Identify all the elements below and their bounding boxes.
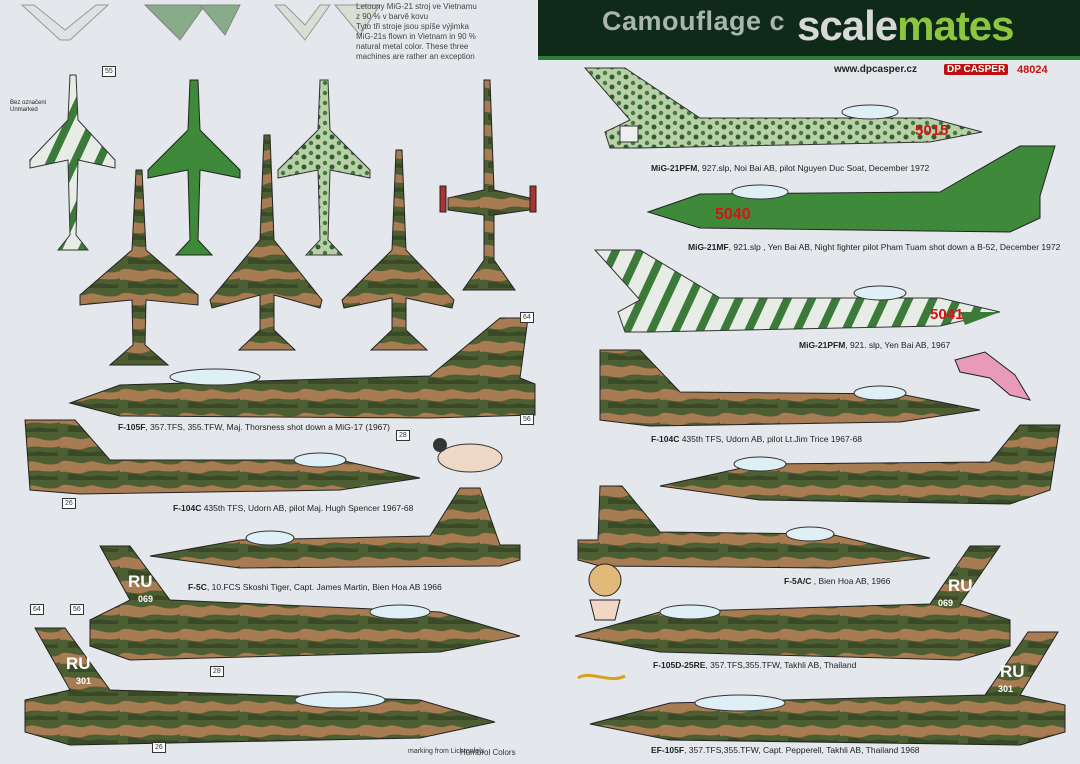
f105f-side-bottom-left	[24, 627, 496, 746]
caption-text: , 10.FCS Skoshi Tiger, Capt. James Marti…	[206, 582, 442, 592]
tail-code: RU	[128, 572, 153, 591]
caption-model: F-105D-25RE	[653, 660, 706, 670]
caption-model: F-5A/C	[784, 576, 812, 586]
caption-text: , 357.TFS,355.TFW, Takhli AB, Thailand	[705, 660, 857, 670]
number-tag: 26	[152, 742, 166, 753]
f105d-side-right	[574, 545, 1011, 661]
number-tag: 55	[102, 66, 116, 77]
f105d-side-left	[89, 545, 521, 661]
f5-planform	[79, 169, 199, 366]
logo-part-a: scale	[797, 2, 898, 49]
note-line: MiG-21s flown in Vietnam in 90 %	[356, 32, 476, 41]
caption-f105f-top: F-105F, 357.TFS, 355.TFW, Maj. Thorsness…	[118, 422, 390, 432]
f5c-side	[149, 487, 521, 569]
mig21pfm-side-1	[583, 67, 983, 149]
caption-ef105f: EF-105F, 357.TFS,355.TFW, Capt. Pepperel…	[651, 745, 920, 755]
unmarked-label: Bez označení Unmarked	[10, 100, 47, 113]
ef105f-side-bottom-right	[589, 631, 1066, 746]
caption-text: 435th TFS, Udorn AB, pilot Lt.Jim Trice …	[679, 434, 863, 444]
caption-text: , 927.slp, Noi Bai AB, pilot Nguyen Duc …	[697, 163, 930, 173]
scalemates-logo: scalemates	[797, 2, 1015, 50]
f105f-side-top	[68, 317, 536, 419]
tail-serial: 301	[76, 676, 92, 686]
nose-art-pinup	[433, 438, 503, 473]
number-tag: 28	[396, 430, 410, 441]
mig-number: 5040	[715, 206, 751, 223]
brand-name: DP CASPER	[944, 64, 1009, 75]
tail-serial: 069	[938, 598, 954, 608]
mig-number: 5015	[915, 122, 949, 139]
number-tag: 64	[30, 604, 44, 615]
tail-code: RU	[1000, 662, 1025, 681]
number-tag: 26	[62, 498, 76, 509]
caption-text: , 357.TFS,355.TFW, Capt. Pepperell, Takh…	[684, 745, 920, 755]
mig-note: Letouny MiG-21 stroj ve Vietnamu z 90 % …	[356, 2, 526, 62]
caption-model: F-105F	[118, 422, 146, 432]
header-bar	[538, 0, 1080, 60]
f104-planform	[439, 79, 537, 291]
catalog-number: 48024	[1017, 64, 1048, 76]
f5ac-side	[577, 485, 931, 569]
caption-model: F-104C	[651, 434, 680, 444]
caption-model: MiG-21MF	[688, 242, 729, 252]
caption-text: , 921. slp, Yen Bai AB, 1967	[845, 340, 951, 350]
nose-art-script	[577, 673, 626, 681]
mig-number: 5041	[930, 306, 964, 323]
note-line: natural metal color. These three	[356, 42, 469, 51]
caption-mig21pfm-2: MiG-21PFM, 921. slp, Yen Bai AB, 1967	[799, 340, 950, 350]
mig21-planform-green	[147, 79, 241, 256]
header-title: Camouflage c	[602, 6, 786, 36]
mig21-planform-camo	[277, 79, 371, 256]
number-tag: 56	[70, 604, 84, 615]
caption-f104c-left: F-104C 435th TFS, Udorn AB, pilot Maj. H…	[173, 503, 413, 513]
caption-f5ac: F-5A/C , Bien Hoa AB, 1966	[784, 576, 890, 586]
nose-art-kicker	[588, 563, 622, 621]
top-left-silhouettes	[20, 4, 381, 41]
caption-model: F-5C	[188, 582, 207, 592]
note-line: z 90 % v barvě kovu	[356, 12, 429, 21]
caption-model: EF-105F	[651, 745, 685, 755]
caption-text: 435th TFS, Udorn AB, pilot Maj. Hugh Spe…	[201, 503, 414, 513]
mig21-planform-stripe	[29, 74, 116, 251]
caption-model: F-104C	[173, 503, 202, 513]
caption-mig21mf: MiG-21MF, 921.slp , Yen Bai AB, Night fi…	[688, 242, 1060, 252]
caption-f105d: F-105D-25RE, 357.TFS,355.TFW, Takhli AB,…	[653, 660, 856, 670]
caption-model: MiG-21PFM	[799, 340, 846, 350]
note-line: Letouny MiG-21 stroj ve Vietnamu	[356, 2, 477, 11]
tail-code: RU	[948, 576, 973, 595]
caption-f5c: F-5C, 10.FCS Skoshi Tiger, Capt. James M…	[188, 582, 442, 592]
credit-humbrol: Humbrol Colors	[460, 748, 516, 757]
nose-art-panther	[954, 351, 1032, 401]
f104c-side-left	[24, 419, 421, 495]
tail-serial: 301	[998, 684, 1014, 694]
caption-text: , 357.TFS, 355.TFW, Maj. Thorsness shot …	[145, 422, 390, 432]
note-line: machines are rather an exception	[356, 52, 475, 61]
credit-small: marking from Lichtenfels	[408, 748, 485, 755]
number-tag: 64	[520, 312, 534, 323]
caption-model: MiG-21PFM	[651, 163, 698, 173]
f104c-side-right	[599, 349, 981, 427]
logo-part-b: mates	[897, 2, 1014, 49]
f105-planform-b	[341, 149, 455, 351]
note-line: Tyto tři stroje jsou spíše výjimka	[356, 22, 469, 31]
caption-mig21pfm-1: MiG-21PFM, 927.slp, Noi Bai AB, pilot Ng…	[651, 163, 929, 173]
caption-text: , Bien Hoa AB, 1966	[811, 576, 891, 586]
brand-url: www.dpcasper.cz	[834, 64, 917, 75]
tail-code: RU	[66, 654, 91, 673]
number-tag: 56	[520, 414, 534, 425]
mig21pfm-side-2	[593, 249, 1001, 333]
number-tag: 28	[210, 666, 224, 677]
mig21mf-side	[646, 145, 1056, 233]
caption-f104c-right: F-104C 435th TFS, Udorn AB, pilot Lt.Jim…	[651, 434, 862, 444]
tail-serial: 069	[138, 594, 154, 604]
f104c-side-right-2	[659, 424, 1061, 505]
caption-text: , 921.slp , Yen Bai AB, Night fighter pi…	[728, 242, 1061, 252]
f105-planform-a	[209, 134, 323, 351]
